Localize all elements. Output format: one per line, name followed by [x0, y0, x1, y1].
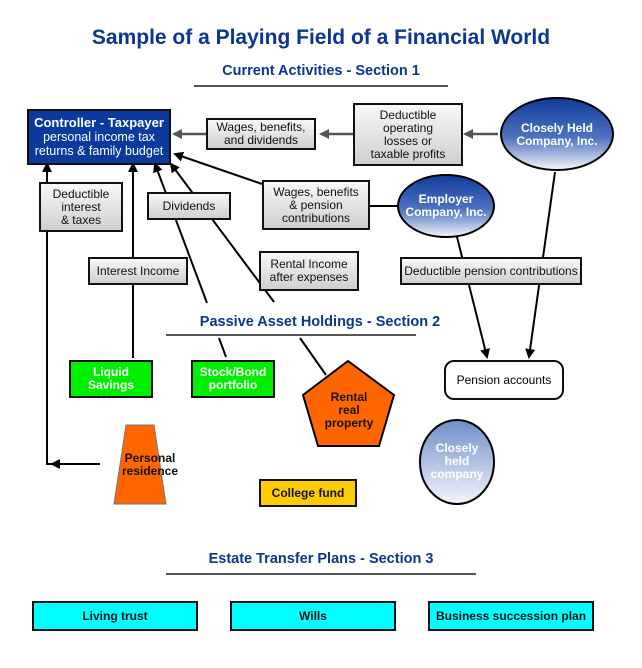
- personal-residence-label: Personal residence: [121, 451, 179, 478]
- section-1-rule: [194, 85, 448, 87]
- liquid-savings-box[interactable]: Liquid Savings: [69, 360, 153, 398]
- section-2-rule: [166, 334, 416, 336]
- line-rental-connector: [299, 337, 327, 376]
- estate-plan-business-succession[interactable]: Business succession plan: [428, 601, 594, 631]
- arrow-employer-to-pension: [456, 236, 490, 359]
- diagram-title: Sample of a Playing Field of a Financial…: [91, 26, 551, 49]
- estate-plan-wills[interactable]: Wills: [230, 601, 396, 631]
- section-1-heading: Current Activities - Section 1: [222, 63, 420, 79]
- estate-plan-living-trust[interactable]: Living trust: [32, 601, 198, 631]
- arrow-stock-to-controller: [153, 162, 208, 304]
- arrow-wages-pension-to-controller: [173, 151, 263, 185]
- wages-pension-box[interactable]: Wages, benefits & pension contributions: [262, 180, 370, 230]
- pension-accounts-box[interactable]: Pension accounts: [444, 360, 564, 400]
- closely-held-company-bottom-ellipse[interactable]: [419, 419, 495, 505]
- interest-income-box[interactable]: Interest Income: [88, 257, 188, 285]
- stock-bond-portfolio-box[interactable]: Stock/Bond portfolio: [191, 360, 275, 398]
- dividends-box[interactable]: Dividends: [147, 192, 231, 220]
- rental-property-label: Rental real property: [324, 389, 374, 430]
- deductible-pension-box[interactable]: Deductible pension contributions: [400, 257, 582, 285]
- wages-benefits-dividends-box[interactable]: Wages, benefits, and dividends: [206, 118, 316, 150]
- employer-company-ellipse[interactable]: [397, 174, 495, 238]
- deductible-operating-box[interactable]: Deductible operating losses or taxable p…: [353, 103, 463, 166]
- closely-held-company-ellipse[interactable]: [500, 97, 614, 171]
- controller-taxpayer-box[interactable]: Controller - Taxpayer personal income ta…: [27, 109, 171, 165]
- closely-held-company-label: Closely Held Company, Inc.: [516, 121, 598, 148]
- closely-held-company-bottom-label: Closely held company: [430, 440, 484, 481]
- personal-residence-trapezoid[interactable]: [113, 424, 167, 505]
- arrow-rental-to-controller: [169, 162, 275, 303]
- employer-company-label: Employer Company, Inc.: [405, 192, 487, 219]
- controller-heading: Controller - Taxpayer: [34, 115, 164, 130]
- section-3-heading: Estate Transfer Plans - Section 3: [208, 551, 434, 567]
- line-stock-connector: [218, 337, 227, 358]
- rental-property-pentagon[interactable]: [301, 359, 396, 447]
- deductible-interest-box[interactable]: Deductible interest & taxes: [39, 182, 123, 232]
- controller-body: personal income tax returns & family bud…: [34, 130, 164, 158]
- college-fund-box[interactable]: College fund: [259, 479, 357, 507]
- section-3-rule: [166, 573, 476, 575]
- section-2-heading: Passive Asset Holdings - Section 2: [199, 314, 441, 330]
- rental-income-box[interactable]: Rental Income after expenses: [259, 251, 359, 291]
